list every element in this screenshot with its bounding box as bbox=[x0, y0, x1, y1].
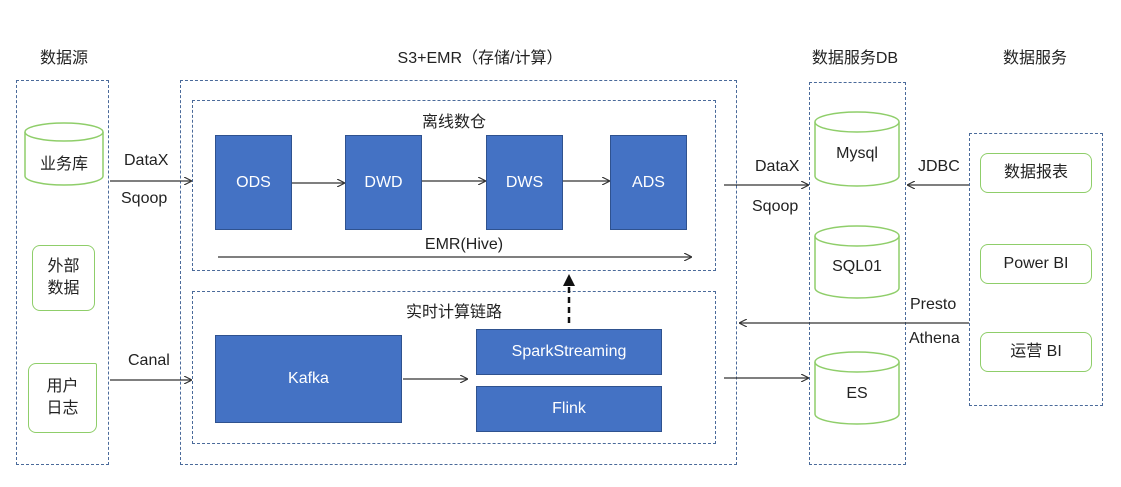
business-db-label: 业务库 bbox=[39, 156, 88, 173]
spark-streaming-box: SparkStreaming bbox=[476, 329, 662, 375]
header-s3-emr: S3+EMR（存储/计算） bbox=[397, 50, 563, 67]
operations-bi-box: 运营 BI bbox=[980, 332, 1092, 372]
presto-label: Presto bbox=[910, 296, 957, 313]
es-label: ES bbox=[846, 385, 868, 402]
jdbc-label: JDBC bbox=[918, 158, 960, 175]
data-services-group bbox=[969, 133, 1103, 406]
header-data-sources: 数据源 bbox=[39, 50, 88, 67]
dwd-layer-box: DWD bbox=[345, 135, 422, 230]
data-service-db-group bbox=[809, 82, 906, 465]
data-sources-group bbox=[16, 80, 109, 465]
sqoop-export-label: Sqoop bbox=[752, 198, 799, 215]
sql01-cylinder bbox=[814, 225, 900, 299]
flink-box: Flink bbox=[476, 386, 662, 432]
canal-label: Canal bbox=[128, 352, 170, 369]
es-cylinder bbox=[814, 351, 900, 425]
external-data-label-line2: 数据 bbox=[47, 280, 80, 297]
s3-emr-group bbox=[180, 80, 737, 465]
emr-hive-label: EMR(Hive) bbox=[424, 236, 504, 253]
external-data-box: 外部 数据 bbox=[32, 245, 95, 311]
offline-warehouse-group bbox=[192, 100, 716, 271]
datax-ingest-label: DataX bbox=[124, 152, 169, 169]
power-bi-box: Power BI bbox=[980, 244, 1092, 284]
mysql-cylinder bbox=[814, 111, 900, 187]
data-report-box: 数据报表 bbox=[980, 153, 1092, 193]
realtime-pipeline-group bbox=[192, 291, 716, 444]
kafka-box: Kafka bbox=[215, 335, 402, 423]
user-logs-box: 用户 日志 bbox=[28, 363, 97, 433]
sql01-label: SQL01 bbox=[832, 258, 882, 275]
user-logs-label-line1: 用户 bbox=[46, 378, 79, 395]
user-logs-label-line2: 日志 bbox=[46, 400, 79, 417]
business-db-cylinder bbox=[24, 122, 104, 186]
ods-layer-box: ODS bbox=[215, 135, 292, 230]
external-data-label-line1: 外部 bbox=[47, 258, 80, 275]
realtime-pipeline-title: 实时计算链路 bbox=[405, 304, 502, 321]
athena-label: Athena bbox=[909, 330, 960, 347]
mysql-label: Mysql bbox=[836, 145, 878, 162]
dws-layer-box: DWS bbox=[486, 135, 563, 230]
sqoop-ingest-label: Sqoop bbox=[121, 190, 168, 207]
header-data-services: 数据服务 bbox=[1002, 50, 1067, 67]
datax-export-label: DataX bbox=[755, 158, 800, 175]
ads-layer-box: ADS bbox=[610, 135, 687, 230]
offline-warehouse-title: 离线数仓 bbox=[421, 114, 486, 131]
header-data-service-db: 数据服务DB bbox=[811, 50, 899, 67]
